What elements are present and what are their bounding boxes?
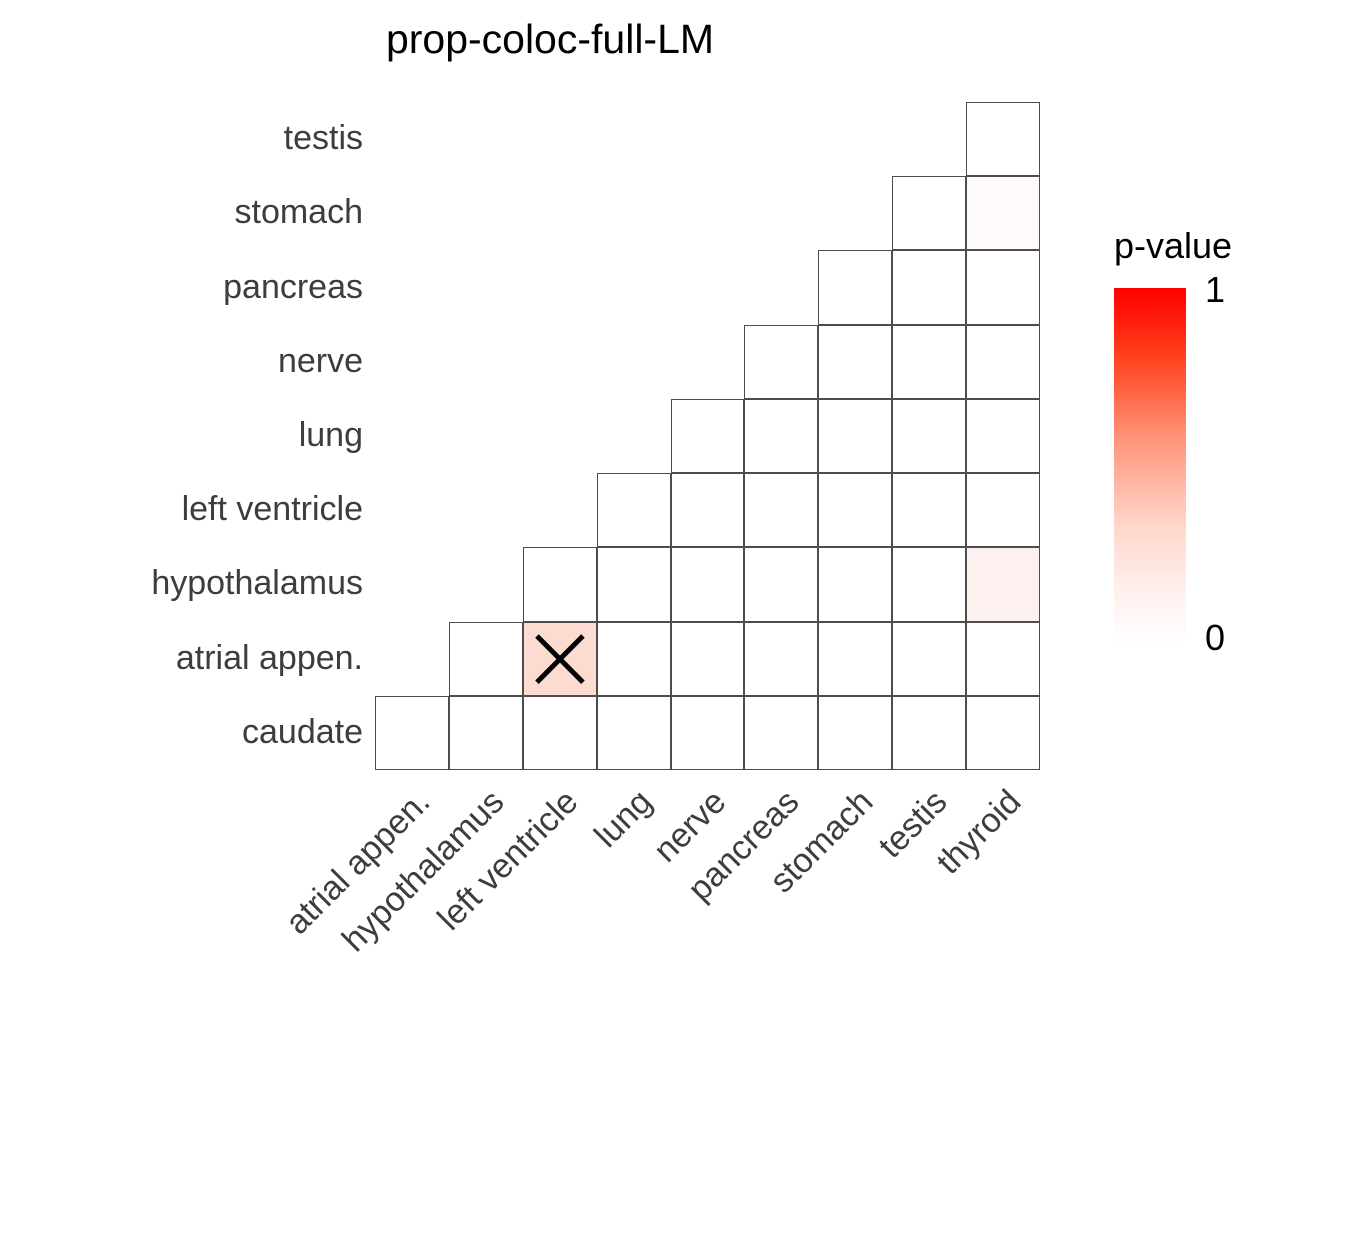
y-axis-label: stomach xyxy=(234,193,364,232)
heatmap-cell[interactable] xyxy=(818,324,893,399)
heatmap-grid xyxy=(375,102,1040,770)
heatmap-cell[interactable] xyxy=(966,102,1040,177)
heatmap-cell[interactable] xyxy=(818,473,893,548)
heatmap-figure: prop-coloc-full-LM testis stomach pancreas… xyxy=(0,16,1335,1050)
heatmap-cell[interactable] xyxy=(966,250,1040,325)
heatmap-cell[interactable] xyxy=(670,398,745,474)
heatmap-cell[interactable] xyxy=(966,398,1040,474)
heatmap-cell[interactable] xyxy=(818,250,893,325)
heatmap-cell[interactable] xyxy=(892,324,967,399)
heatmap-cell[interactable] xyxy=(670,621,745,696)
y-axis-label: pancreas xyxy=(223,267,363,306)
y-axis-label: lung xyxy=(298,416,363,454)
heatmap-cell[interactable] xyxy=(744,695,819,770)
heatmap-cell[interactable] xyxy=(892,250,967,325)
legend: p-value 1 0 xyxy=(1105,225,1335,675)
y-axis-label: atrial appen. xyxy=(175,638,363,677)
page-title: prop-coloc-full-LM xyxy=(385,16,715,62)
heatmap-cell[interactable] xyxy=(818,621,893,696)
heatmap-cell[interactable] xyxy=(744,324,819,399)
heatmap-cell[interactable] xyxy=(744,398,819,474)
y-axis-label: nerve xyxy=(277,341,363,380)
heatmap-cell[interactable] xyxy=(966,324,1040,399)
legend-colorbar xyxy=(1114,288,1186,644)
legend-title: p-value xyxy=(1114,225,1233,266)
heatmap-cell[interactable] xyxy=(670,695,745,770)
heatmap-cell[interactable] xyxy=(448,695,523,770)
heatmap-cell[interactable] xyxy=(892,398,967,474)
heatmap-cell[interactable] xyxy=(892,621,967,696)
heatmap-cell[interactable] xyxy=(966,621,1040,696)
heatmap-cell[interactable] xyxy=(522,695,597,770)
heatmap-cell[interactable] xyxy=(892,176,967,251)
y-axis-label: testis xyxy=(283,119,363,158)
heatmap-cell[interactable] xyxy=(522,547,597,622)
heatmap-cell[interactable] xyxy=(375,695,449,770)
heatmap-cell[interactable] xyxy=(892,547,967,622)
heatmap-cell[interactable] xyxy=(744,547,819,622)
heatmap-cell[interactable] xyxy=(448,621,523,696)
heatmap-cell[interactable] xyxy=(818,547,893,622)
y-axis-label: caudate xyxy=(242,712,363,751)
y-axis-labels: testis stomach pancreas nerve lung left ventr… xyxy=(18,102,363,770)
heatmap-cell[interactable] xyxy=(670,473,745,548)
heatmap-cell[interactable] xyxy=(670,547,745,622)
y-axis-label: hypothalamus xyxy=(151,564,363,603)
heatmap-cell[interactable] xyxy=(596,547,671,622)
heatmap-cell[interactable] xyxy=(966,695,1040,770)
legend-tick-max: 1 xyxy=(1205,269,1226,310)
heatmap-cell[interactable] xyxy=(966,547,1040,622)
legend-tick-min: 0 xyxy=(1205,617,1226,658)
heatmap-cell[interactable] xyxy=(818,695,893,770)
heatmap-cell[interactable] xyxy=(522,621,597,696)
heatmap-cell[interactable] xyxy=(966,473,1040,548)
heatmap-cell[interactable] xyxy=(744,473,819,548)
heatmap-cell[interactable] xyxy=(744,621,819,696)
heatmap-cell[interactable] xyxy=(596,473,671,548)
heatmap-cell[interactable] xyxy=(966,176,1040,251)
heatmap-cell[interactable] xyxy=(892,695,967,770)
heatmap-cell[interactable] xyxy=(596,621,671,696)
heatmap-cell[interactable] xyxy=(818,398,893,474)
y-axis-label: left ventricle xyxy=(181,490,363,529)
heatmap-cell[interactable] xyxy=(596,695,671,770)
heatmap-cell[interactable] xyxy=(892,473,967,548)
x-cross-icon xyxy=(524,623,596,695)
